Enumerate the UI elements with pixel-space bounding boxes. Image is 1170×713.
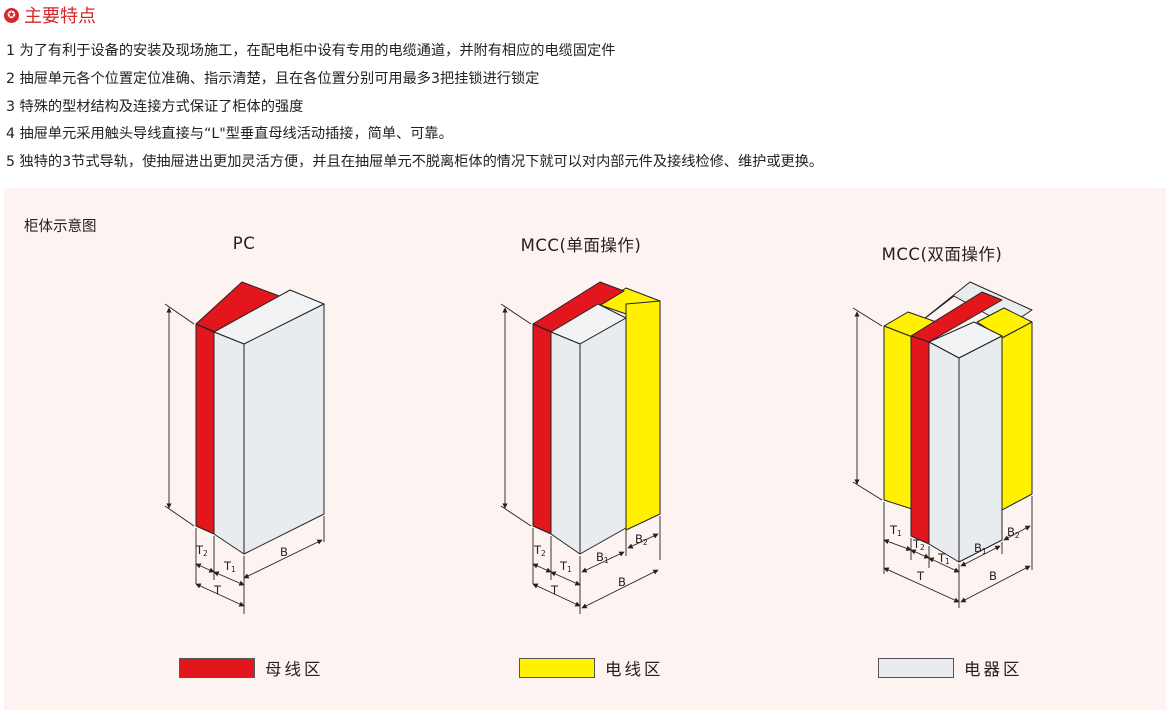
mcc-single-dim-b: B [618, 575, 626, 589]
legend-swatch-busbar [179, 658, 255, 678]
pc-dim-b: B [280, 545, 288, 559]
cabinet-diagrams: T2 T1 B T T2 T1 B1 B2 T B T1 T2 T1 B1 B2… [164, 281, 1033, 614]
star-badge-icon: ✪ [4, 7, 19, 23]
mcc-double-device-front-right [958, 335, 1003, 563]
mcc-single-cable-front [625, 300, 661, 531]
feature-item: 5 独特的3节式导轨，使抽屉进出更加灵活方便，并且在抽屉单元不脱离柜体的情况下就… [6, 154, 824, 171]
mcc-single-dimensions [500, 303, 661, 614]
feature-list: 1 为了有利于设备的安装及现场施工，在配电柜中设有专用的电缆通道，并附有相应的电… [6, 38, 1166, 177]
mcc-double-dimensions [852, 307, 1033, 608]
mcc-single-dim-b1: B1 [596, 550, 609, 565]
cabinet-diagram-panel: 柜体示意图 PC MCC(单面操作) MCC(双面操作) [4, 188, 1166, 710]
mcc-double-dim-b1: B1 [974, 541, 987, 556]
mcc-double-cabinet [883, 281, 1033, 563]
pc-cabinet [195, 281, 325, 555]
section-title: 主要特点 [24, 6, 96, 27]
legend-swatch-cable [519, 658, 595, 678]
feature-item: 4 抽屉单元采用触头导线直接与“L"型垂直母线活动插接，简单、可靠。 [6, 126, 453, 143]
mcc-single-cabinet [532, 281, 661, 555]
mcc-single-title: MCC(单面操作) [520, 236, 642, 255]
mcc-double-dim-t1b: T1 [937, 551, 950, 566]
pc-device-front-left [213, 331, 245, 555]
mcc-double-device-front-left [928, 341, 960, 563]
pc-dim-t: T [213, 583, 222, 597]
panel-title: 柜体示意图 [24, 219, 97, 235]
pc-busbar-front [195, 323, 215, 535]
legend-swatch-device [878, 658, 954, 678]
pc-title: PC [232, 234, 256, 253]
feature-item: 1 为了有利于设备的安装及现场施工，在配电柜中设有专用的电缆通道，并附有相应的电… [6, 43, 616, 59]
mcc-double-dim-b2: B2 [1007, 525, 1020, 540]
mcc-single-dim-t2: T2 [533, 543, 546, 558]
mcc-double-cable-left-front [883, 325, 916, 511]
mcc-double-title: MCC(双面操作) [881, 245, 1003, 264]
mcc-double-dim-b: B [989, 569, 997, 583]
legend-label-cable: 电线区 [605, 660, 664, 679]
legend-label-device: 电器区 [964, 660, 1023, 679]
mcc-double-dim-t1a: T1 [889, 523, 902, 538]
pc-dim-t1: T1 [223, 559, 236, 574]
pc-device-front-right [243, 303, 325, 555]
mcc-double-cable-right-front [1001, 321, 1033, 511]
mcc-double-busbar-front [910, 335, 930, 545]
legend-busbar: 母线区 [179, 656, 324, 680]
mcc-single-busbar-front [532, 323, 552, 535]
mcc-single-dim-b2: B2 [635, 532, 648, 547]
mcc-double-dim-t2: T2 [912, 537, 925, 552]
pc-dimensions [164, 303, 325, 614]
section-header: ✪ 主要特点 [4, 2, 96, 28]
mcc-double-dim-t: T [916, 569, 925, 583]
legend-label-busbar: 母线区 [265, 660, 324, 679]
legend-device: 电器区 [878, 656, 1023, 680]
feature-item: 3 特殊的型材结构及连接方式保证了柜体的强度 [6, 98, 304, 115]
legend-cable: 电线区 [519, 656, 664, 680]
feature-item: 2 抽屉单元各个位置定位准确、指示清楚，且在各位置分别可用最多3把挂锁进行锁定 [6, 70, 540, 87]
mcc-single-device-front-right [579, 317, 627, 555]
mcc-single-device-front-left [550, 331, 581, 555]
mcc-single-dim-t1: T1 [559, 559, 572, 574]
pc-dim-t2: T2 [195, 543, 208, 558]
mcc-single-dim-t: T [550, 583, 559, 597]
